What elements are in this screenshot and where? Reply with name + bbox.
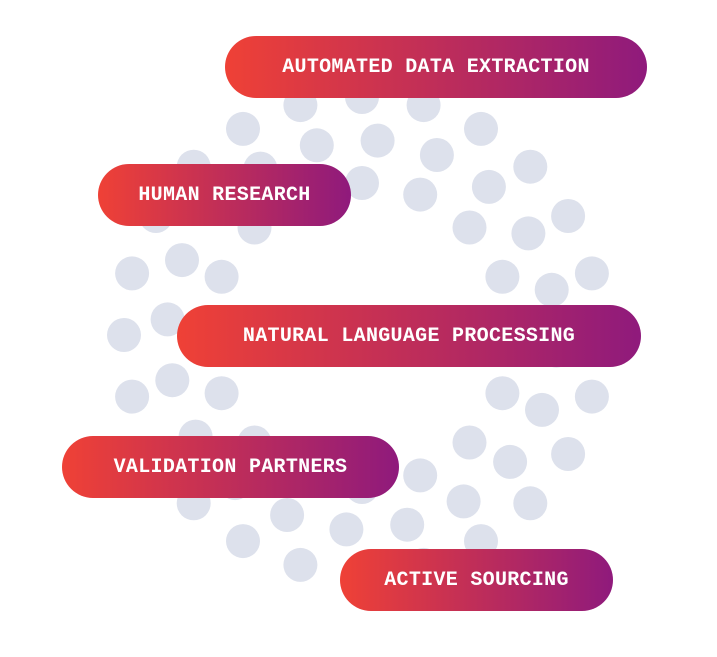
label-pill-validation-partners: VALIDATION PARTNERS (62, 436, 399, 498)
ring-dot (115, 379, 150, 414)
label-pill-automated-data-extraction: AUTOMATED DATA EXTRACTION (225, 36, 647, 98)
label-pill-natural-language-processing: NATURAL LANGUAGE PROCESSING (177, 305, 641, 367)
ring-dot (551, 437, 586, 471)
ring-dot (513, 486, 548, 521)
ring-dot (270, 498, 305, 532)
ring-dot (574, 379, 609, 414)
ring-dot (485, 376, 520, 411)
label-pill-human-research: HUMAN RESEARCH (98, 164, 351, 226)
ring-dot (464, 111, 498, 146)
ring-dot (452, 425, 487, 460)
ring-dot (165, 243, 199, 278)
pill-text: VALIDATION PARTNERS (113, 455, 348, 479)
ring-dot (360, 123, 395, 158)
ring-dot (513, 149, 548, 184)
ring-dot (493, 444, 528, 479)
ring-dot (511, 216, 546, 251)
label-pill-active-sourcing: ACTIVE SOURCING (340, 549, 613, 611)
ring-dot (226, 111, 260, 146)
ring-dot (345, 166, 379, 200)
pill-text: ACTIVE SOURCING (384, 568, 569, 592)
ring-dot (534, 272, 569, 307)
ring-dot (204, 376, 239, 411)
ring-dot (329, 512, 364, 547)
ring-dot (471, 169, 506, 204)
ring-dot (390, 507, 425, 542)
ring-dot (226, 524, 260, 559)
ring-dot (452, 210, 487, 245)
ring-dot (155, 363, 190, 398)
ring-dot (525, 392, 559, 427)
ring-dot (403, 177, 438, 212)
ring-dot (299, 128, 334, 163)
pill-text: HUMAN RESEARCH (138, 183, 311, 207)
ring-dot (204, 259, 239, 294)
ring-dot (485, 259, 520, 294)
ring-dot (150, 302, 185, 337)
ring-dot (107, 318, 141, 352)
ring-dot (403, 458, 438, 493)
ring-dot (419, 138, 454, 172)
ring-dot (115, 256, 150, 291)
ring-dot (551, 199, 586, 233)
ring-dot (446, 484, 481, 519)
pill-text: NATURAL LANGUAGE PROCESSING (242, 324, 576, 348)
ring-dot (283, 547, 318, 582)
pill-text: AUTOMATED DATA EXTRACTION (282, 55, 590, 79)
ring-dot (574, 256, 609, 291)
